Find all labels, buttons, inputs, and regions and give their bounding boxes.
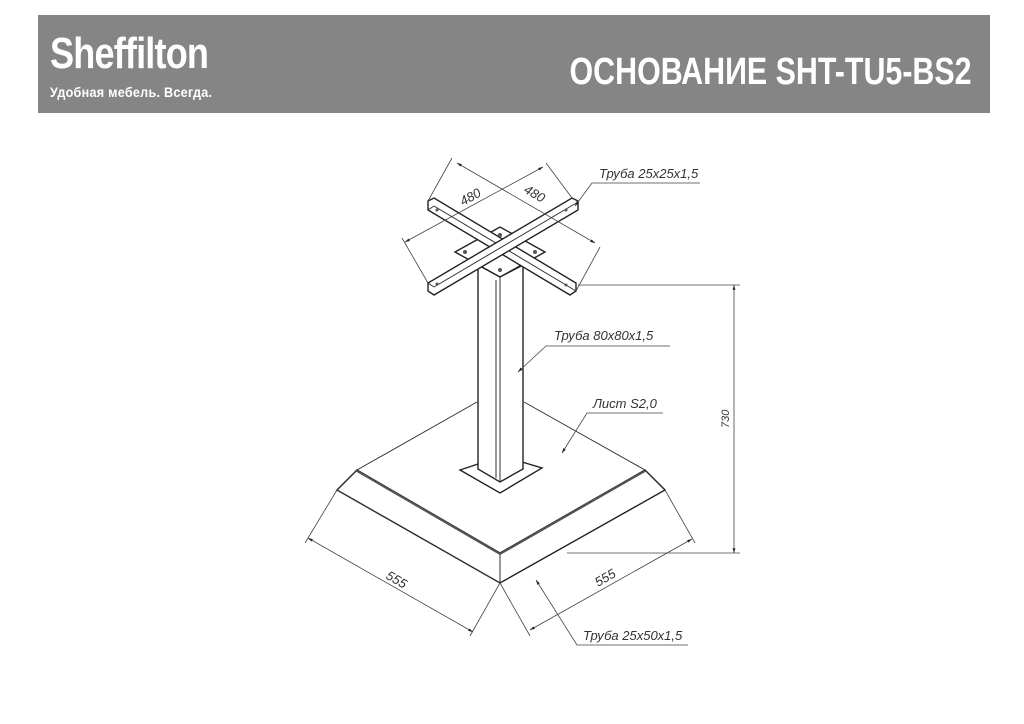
dimension-480-left: 480 — [457, 185, 484, 209]
dimension-555-left: 555 — [384, 568, 411, 592]
base-dimension-lines — [304, 489, 696, 637]
label-sheet: Лист S2,0 — [592, 396, 658, 411]
label-frame-tube: Труба 25x50x1,5 — [583, 628, 683, 643]
dimension-730: 730 — [720, 409, 732, 428]
page-title: ОСНОВАНИЕ SHT-TU5-BS2 — [569, 51, 972, 93]
base-sheet — [355, 401, 647, 555]
leader-lines — [517, 182, 700, 646]
dimension-555-right: 555 — [592, 565, 619, 589]
header-banner: Sheffilton Удобная мебель. Всегда. ОСНОВ… — [38, 15, 990, 113]
column — [477, 263, 524, 483]
brand-logo: Sheffilton — [50, 29, 209, 78]
bolt-holes — [435, 208, 568, 287]
label-column-tube: Труба 80x80x1,5 — [554, 328, 654, 343]
brand-tagline: Удобная мебель. Всегда. — [50, 84, 213, 100]
label-cross-tube: Труба 25x25x1,5 — [599, 166, 699, 181]
cross-dimension-lines — [401, 157, 601, 292]
dimension-480-right: 480 — [522, 182, 549, 206]
